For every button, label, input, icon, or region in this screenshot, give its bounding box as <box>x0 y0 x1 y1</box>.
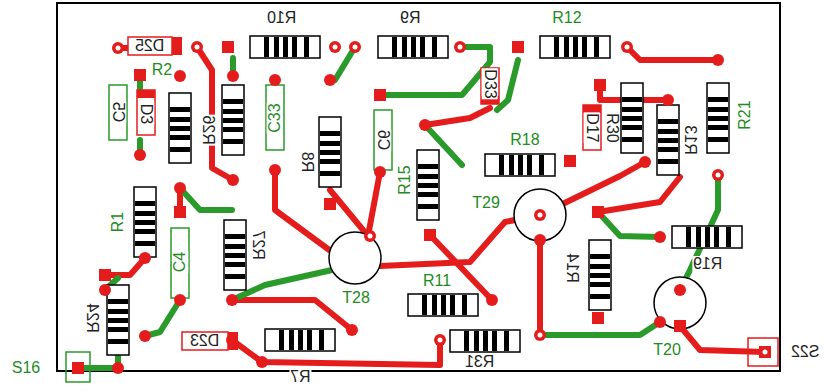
square-pads <box>66 41 778 382</box>
part-label: T29 <box>471 195 501 211</box>
part-label: R14 <box>564 252 580 283</box>
part-label: R7 <box>289 369 311 385</box>
part-label: R11 <box>422 273 452 289</box>
part-label: D17 <box>584 112 600 143</box>
part-label: R1 <box>110 211 126 233</box>
part-label: R27 <box>250 229 266 260</box>
part-label: T28 <box>341 290 371 306</box>
part-label: R13 <box>682 124 698 155</box>
part-label: D3 <box>138 103 154 125</box>
part-label: D33 <box>482 68 498 99</box>
part-label: R8 <box>299 151 315 173</box>
round-pads <box>99 41 724 374</box>
part-label: R31 <box>464 354 495 370</box>
part-label: R10 <box>266 10 297 26</box>
part-label: R21 <box>737 99 753 130</box>
part-label: R9 <box>399 10 421 26</box>
part-label: C6 <box>375 129 391 151</box>
top-traces <box>105 47 765 365</box>
part-label: R24 <box>84 302 100 333</box>
part-label: C4 <box>172 251 188 273</box>
part-label: C33 <box>267 102 283 133</box>
part-label: T20 <box>652 342 682 358</box>
part-label: R18 <box>509 132 540 148</box>
part-label: R19 <box>692 256 723 272</box>
part-label: S16 <box>11 360 41 376</box>
part-label: R30 <box>604 112 620 143</box>
part-label: R2 <box>151 62 173 78</box>
transistor-symbols <box>329 189 706 329</box>
part-label: R26 <box>200 114 216 145</box>
part-label: C5 <box>110 101 126 123</box>
board-outline <box>57 3 780 371</box>
part-label: D25 <box>134 38 165 54</box>
capacitor-symbols <box>109 85 392 298</box>
resistor-symbols <box>107 36 742 355</box>
pad-holes <box>116 45 768 355</box>
part-label: R12 <box>551 10 582 26</box>
part-label: S22 <box>790 344 820 360</box>
part-label: D23 <box>189 333 220 349</box>
bottom-traces <box>78 47 718 368</box>
diode-symbols <box>128 37 601 350</box>
part-label: R15 <box>397 164 413 195</box>
